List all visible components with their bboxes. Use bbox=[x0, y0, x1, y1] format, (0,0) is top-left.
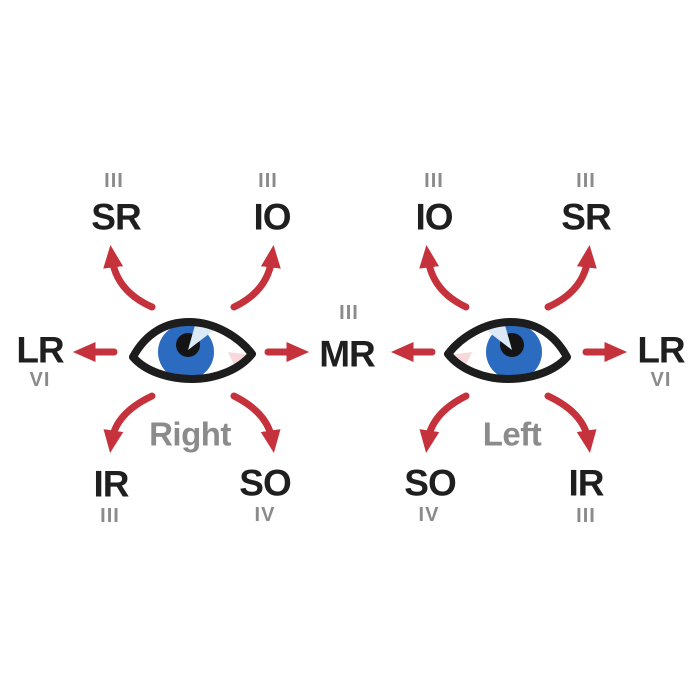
left-eye-arrow-down-left bbox=[419, 392, 470, 453]
center-mr-muscle-label: MR bbox=[319, 333, 376, 375]
right-lr-muscle-label: LR bbox=[16, 329, 64, 371]
right-eye-figure bbox=[72, 245, 310, 453]
right-sr-nerve-label: III bbox=[104, 170, 124, 192]
left-lr-nerve-label: VI bbox=[650, 369, 672, 391]
right-ir-nerve-label: III bbox=[100, 505, 120, 527]
left-io-muscle-label: IO bbox=[415, 196, 453, 238]
left-ir-muscle-label: IR bbox=[568, 462, 605, 504]
eye-outline bbox=[444, 318, 571, 383]
right-eye-arrow-up-left bbox=[103, 245, 156, 311]
left-sr-nerve-label: III bbox=[576, 170, 596, 192]
right-eye-icon bbox=[129, 318, 256, 383]
left-eye-arrow-up-right bbox=[544, 245, 597, 311]
right-eye-arrow-down-left bbox=[103, 392, 156, 453]
left-lr-muscle-label: LR bbox=[637, 329, 685, 371]
right-so-muscle-label: SO bbox=[239, 462, 291, 504]
left-so-nerve-label: IV bbox=[418, 504, 440, 526]
left-sr-muscle-label: SR bbox=[561, 196, 611, 238]
left-eye-figure bbox=[390, 245, 628, 453]
left-ir-nerve-label: III bbox=[576, 505, 596, 527]
right-lr-nerve-label: VI bbox=[29, 369, 51, 391]
right-eye-caption: Right bbox=[149, 415, 231, 453]
right-so-nerve-label: IV bbox=[254, 504, 276, 526]
right-eye-arrow-up-right bbox=[230, 245, 281, 311]
left-eye-caption: Left bbox=[482, 415, 542, 453]
center-mr-nerve-label: III bbox=[339, 302, 359, 324]
left-io-nerve-label: III bbox=[424, 170, 444, 192]
left-so-muscle-label: SO bbox=[404, 462, 456, 504]
right-ir-muscle-label: IR bbox=[93, 463, 130, 505]
left-eye-arrow-down-right bbox=[544, 392, 597, 453]
left-eye-arrow-up-left bbox=[419, 245, 470, 311]
eye-outline bbox=[129, 318, 256, 383]
right-io-muscle-label: IO bbox=[253, 196, 291, 238]
right-io-nerve-label: III bbox=[258, 170, 278, 192]
left-eye-icon bbox=[444, 318, 571, 383]
right-eye-arrow-down-right bbox=[230, 392, 281, 453]
right-sr-muscle-label: SR bbox=[91, 196, 141, 238]
